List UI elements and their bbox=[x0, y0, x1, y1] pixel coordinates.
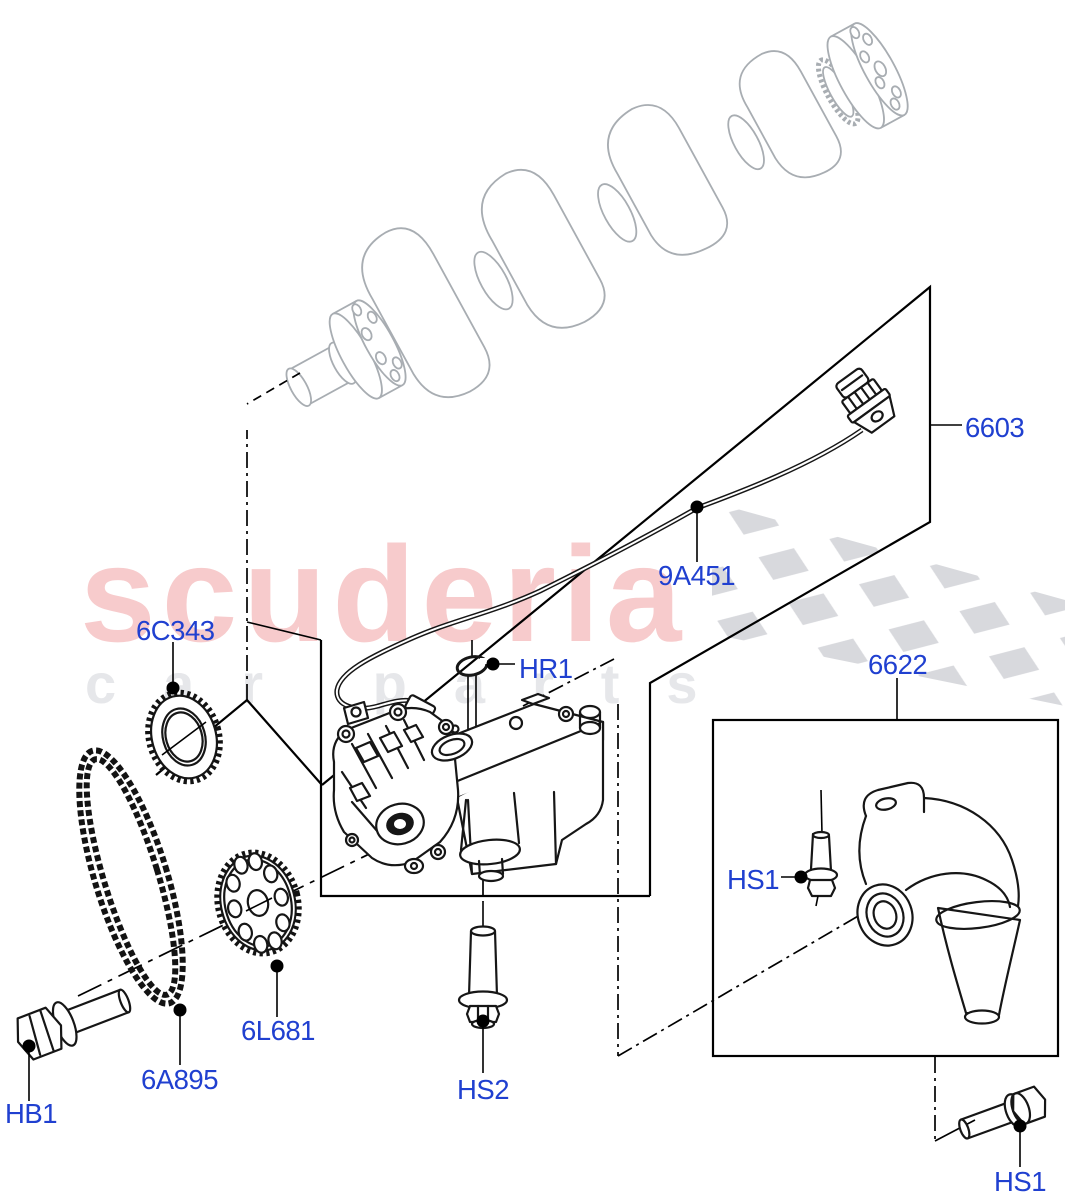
leader-hs1-lower-axis bbox=[934, 1119, 976, 1142]
callout-9A451[interactable]: 9A451 bbox=[658, 560, 736, 591]
timing-chain bbox=[76, 747, 186, 1007]
section-line-pickup bbox=[522, 658, 873, 1057]
bolt-hs2 bbox=[457, 902, 509, 1030]
leader-lines bbox=[22, 424, 1027, 1167]
callout-6A895[interactable]: 6A895 bbox=[141, 1064, 219, 1095]
callout-HS1-upper[interactable]: HS1 bbox=[727, 864, 780, 895]
bolt-hs1-lower bbox=[958, 1085, 1047, 1140]
callout-6603[interactable]: 6603 bbox=[965, 412, 1025, 443]
callout-6C343[interactable]: 6C343 bbox=[136, 615, 215, 646]
callout-HR1[interactable]: HR1 bbox=[519, 653, 573, 684]
callout-HB1[interactable]: HB1 bbox=[5, 1098, 58, 1129]
detail-box-6622 bbox=[711, 718, 1060, 1058]
crank-ring-gear bbox=[145, 689, 223, 785]
callout-HS1-lower[interactable]: HS1 bbox=[994, 1166, 1047, 1197]
sprocket-axis bbox=[245, 897, 273, 912]
ring-gear-axis bbox=[161, 721, 207, 756]
callout-6L681[interactable]: 6L681 bbox=[241, 1015, 315, 1046]
oil-level-sensor bbox=[835, 367, 896, 434]
crank-nose-axis bbox=[246, 372, 301, 405]
oil-pump-drawing bbox=[332, 692, 605, 883]
brand-watermark: scuderia bbox=[80, 518, 687, 670]
checkered-flag-watermark bbox=[712, 502, 1065, 706]
bolt-hs1-upper bbox=[803, 789, 839, 907]
callout-6622[interactable]: 6622 bbox=[868, 649, 928, 680]
crankshaft-drawing bbox=[285, 22, 909, 407]
callout-HS2[interactable]: HS2 bbox=[457, 1074, 510, 1105]
pump-sprocket bbox=[214, 849, 302, 957]
oil-pickup-tube bbox=[856, 781, 1022, 1025]
